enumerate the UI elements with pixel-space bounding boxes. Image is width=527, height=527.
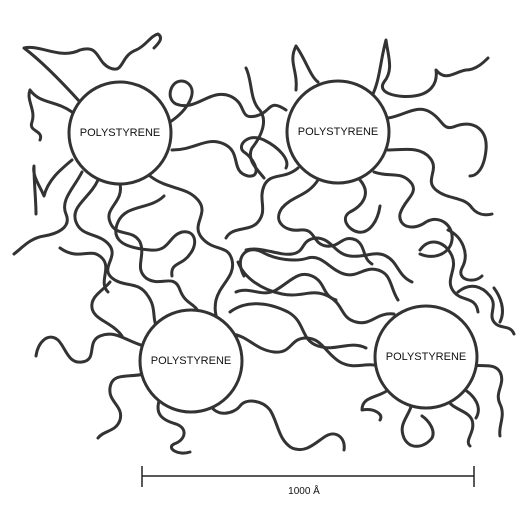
polymer-chain [96,372,146,440]
polymer-chain [148,174,235,324]
domain-circle [285,79,391,185]
domain-label: POLYSTYRENE [298,126,379,138]
polymer-chain [168,79,288,124]
domain-circle [138,308,244,414]
polymer-chain [22,32,162,104]
polymer-chain [244,66,266,180]
polymer-chain [244,236,414,284]
polystyrene-domain: POLYSTYRENE [285,79,391,185]
polymer-chain [73,178,162,332]
polymer-chain [230,332,380,368]
polymer-chain [238,248,400,302]
polymer-chain [370,38,490,98]
polymer-chain [386,147,494,217]
polymer-chain [277,178,374,266]
polystyrene-domain: POLYSTYRENE [138,308,244,414]
polymer-chain [34,332,146,364]
polymer-chain [228,302,368,350]
polymer-chain [400,402,435,448]
polymer-chains [12,32,516,455]
polymer-chain [360,388,390,422]
polystyrene-domain: POLYSTYRENE [67,80,173,186]
polymer-chain [418,240,480,314]
polymer-chain [386,107,488,178]
polymer-chain [372,170,454,258]
polymer-chain [466,362,504,438]
polymer-chain [444,396,475,448]
polymer-chain [156,396,192,455]
polymer-chain [12,170,84,256]
domain-label: POLYSTYRENE [386,351,467,363]
polymer-chain [234,273,338,302]
polymer-chain [170,136,289,178]
polymer-chain [27,88,74,142]
polystyrene-domain: POLYSTYRENE [373,304,479,410]
domain-circle [67,80,173,186]
polymer-chain [456,284,516,336]
domain-circle [373,304,479,410]
polymer-chain [58,246,110,294]
domain-label: POLYSTYRENE [80,127,161,139]
polymer-chain [344,178,382,234]
polymer-chain [492,286,504,324]
polymer-chain [90,280,124,338]
polymer-chain [208,399,346,452]
scale-bar: 1000 Å [141,466,475,497]
polymer-chain [224,166,300,240]
domain-label: POLYSTYRENE [151,355,232,367]
polymer-chain [446,228,484,282]
polymer-chain [291,44,320,92]
polymer-chain [32,158,74,216]
polymer-chain [107,182,202,318]
polymer-chain [114,194,197,278]
scale-bar-label: 1000 Å [288,484,320,497]
